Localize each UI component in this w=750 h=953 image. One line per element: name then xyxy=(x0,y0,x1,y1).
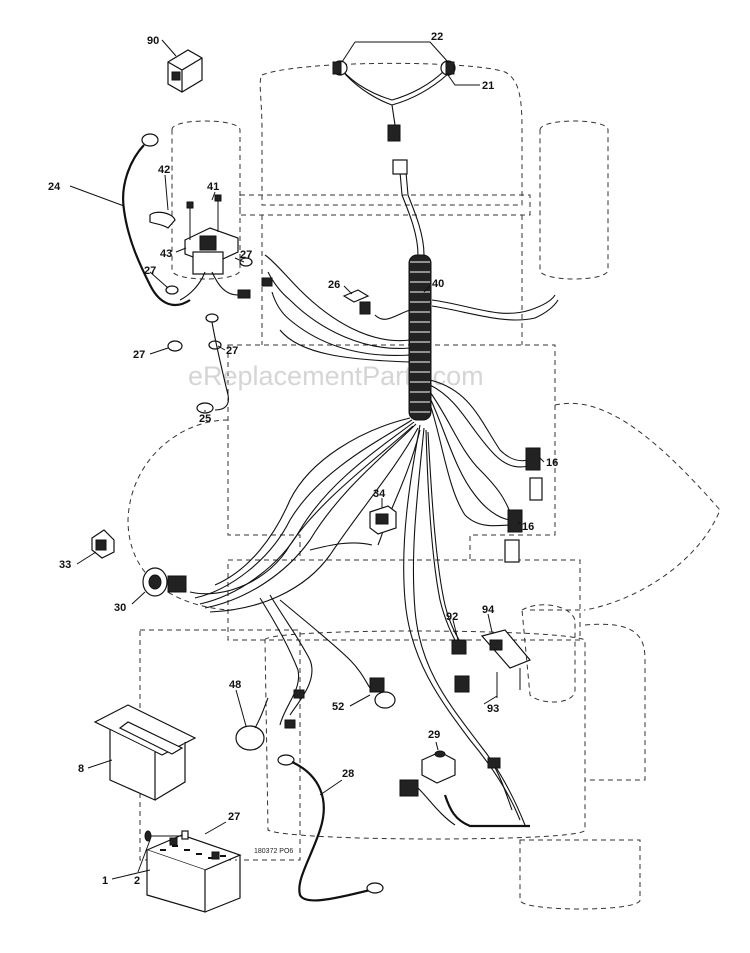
callout-16-lower: 16 xyxy=(522,521,534,533)
part-43-solenoid xyxy=(149,194,273,414)
callout-94: 94 xyxy=(482,604,495,616)
callout-48: 48 xyxy=(229,679,241,691)
part-33-bracket xyxy=(91,529,115,559)
part-94-switch-bracket xyxy=(480,629,531,698)
headlight-harness xyxy=(332,60,456,175)
part-92-connector xyxy=(451,639,470,693)
part-8-battery-tray xyxy=(93,704,197,801)
callout-52: 52 xyxy=(332,701,344,713)
callout-34: 34 xyxy=(373,488,386,500)
callout-40: 40 xyxy=(432,278,444,290)
part-29-switch xyxy=(399,750,530,828)
part-16-switch-lower xyxy=(504,509,523,563)
callout-22: 22 xyxy=(431,31,443,43)
callout-28: 28 xyxy=(342,768,354,780)
callout-24: 24 xyxy=(48,181,61,193)
callout-30: 30 xyxy=(114,602,126,614)
part-2-bolt xyxy=(144,830,189,842)
leader-lines xyxy=(69,39,545,880)
callout-2: 2 xyxy=(134,875,140,887)
harness-coil xyxy=(408,254,432,421)
callout-42: 42 xyxy=(158,164,170,176)
callout-25: 25 xyxy=(199,413,211,425)
part-52-connector xyxy=(369,677,396,709)
part-24-ground-cable xyxy=(122,133,191,307)
callout-41: 41 xyxy=(207,181,219,193)
callout-27-right-upper: 27 xyxy=(240,249,252,261)
part-26-connector xyxy=(342,289,371,315)
callout-1: 1 xyxy=(102,875,108,887)
drawing-number: 180372 PO6 xyxy=(254,848,293,855)
callout-33: 33 xyxy=(59,559,71,571)
callout-8: 8 xyxy=(78,763,84,775)
callout-43: 43 xyxy=(160,248,172,260)
callout-93: 93 xyxy=(487,703,499,715)
tractor-outline xyxy=(127,62,721,910)
callout-26: 26 xyxy=(328,279,340,291)
callout-16-upper: 16 xyxy=(546,457,558,469)
callout-90: 90 xyxy=(147,35,159,47)
callout-27-right-lower: 27 xyxy=(226,345,238,357)
part-28-cable xyxy=(277,754,384,902)
part-30-ignition-switch xyxy=(142,567,187,597)
part-1-battery xyxy=(145,834,242,913)
callout-29: 29 xyxy=(428,729,440,741)
callout-27-left-lower: 27 xyxy=(133,349,145,361)
main-harness xyxy=(189,171,559,826)
callout-27-left-upper: 27 xyxy=(144,265,156,277)
callout-labels: 90 22 21 24 42 41 43 27 27 27 27 25 26 4… xyxy=(48,31,558,887)
callout-21: 21 xyxy=(482,80,494,92)
part-48-lamp xyxy=(235,689,305,751)
fuel-tank-outline xyxy=(521,604,576,703)
callout-27-battery: 27 xyxy=(228,811,240,823)
callout-92: 92 xyxy=(446,611,458,623)
part-34-switch xyxy=(369,505,397,535)
watermark: eReplacementParts.com xyxy=(188,361,484,391)
part-90-switch xyxy=(167,49,203,93)
part-16-switch-upper xyxy=(525,447,543,501)
